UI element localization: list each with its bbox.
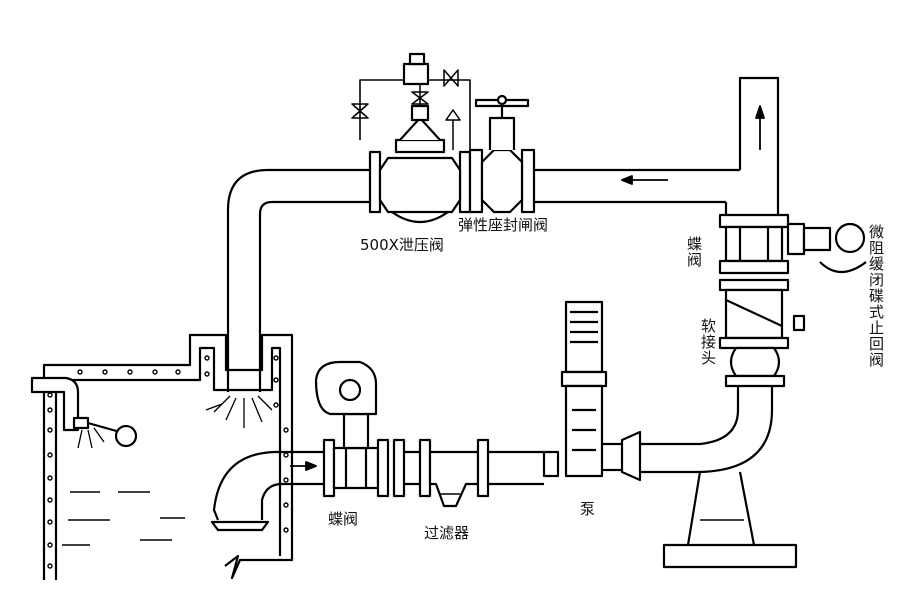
- butterfly-valve-bottom-label: 蝶阀: [328, 510, 359, 528]
- butterfly-valve-bottom: [314, 360, 406, 498]
- float-valve: [30, 376, 138, 449]
- soft-joint-label: 软接头: [699, 318, 717, 366]
- soft-joint: [724, 346, 786, 388]
- relief-valve-label: 500X泄压阀: [360, 236, 444, 254]
- butterfly-valve-vertical-label: 蝶阀: [685, 236, 703, 268]
- check-valve: [718, 222, 867, 350]
- suction-pipe: [210, 450, 544, 532]
- check-valve-label: 微阻缓闭碟式止回阀: [867, 224, 885, 368]
- gate-valve-label: 弹性座封闸阀: [458, 216, 549, 234]
- water-surface: [62, 491, 185, 546]
- pump-label: 泵: [580, 500, 596, 518]
- relief-valve: [351, 52, 472, 223]
- pump-base: [612, 430, 798, 569]
- return-pipe: [205, 168, 372, 428]
- pump: [542, 300, 612, 478]
- tank-wall-texture: [47, 355, 289, 569]
- strainer-label: 过滤器: [424, 524, 470, 542]
- top-horizontal-pipe: [534, 168, 740, 204]
- flow-arrows: [290, 105, 765, 471]
- water-tank: [42, 333, 294, 580]
- gate-valve: [468, 94, 536, 214]
- vertical-riser: [640, 76, 867, 474]
- butterfly-valve-vertical: [718, 213, 790, 275]
- discharge-spray: [205, 395, 273, 428]
- strainer: [418, 438, 490, 508]
